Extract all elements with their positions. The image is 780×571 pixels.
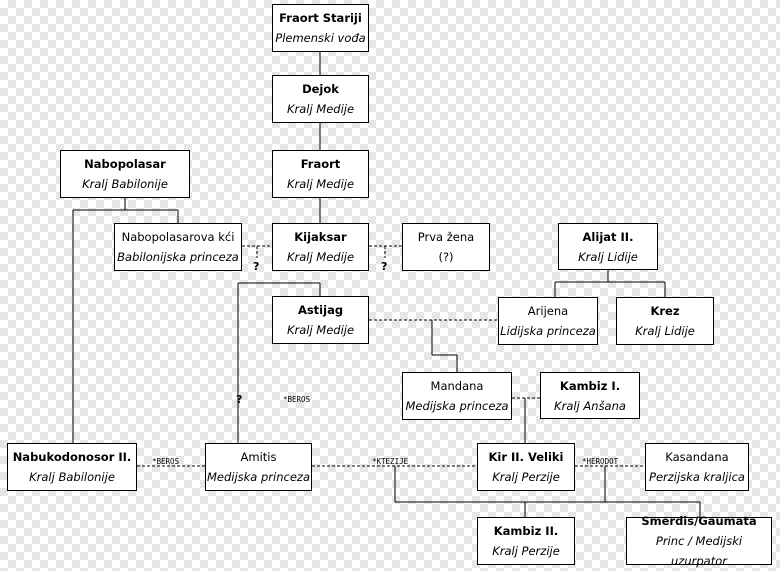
person-title: Kralj Medije [286, 323, 355, 337]
person-prva-zena: Prva žena (?) [402, 223, 490, 271]
person-title: Babilonijska princeza [117, 250, 239, 264]
person-fraort: Fraort Kralj Medije [272, 150, 369, 198]
person-title: Kralj Anšana [554, 398, 626, 413]
uncertain-mark: ? [236, 393, 243, 406]
person-name: Prva žena [417, 230, 475, 244]
person-title: Princ / Medijski uzurpator [655, 534, 743, 568]
person-arijena: Arijena Lidijska princeza [498, 297, 598, 345]
person-nabukodonosor: Nabukodonosor II. Kralj Babilonije [7, 443, 137, 491]
person-title: Perzijska kraljica [649, 470, 745, 484]
person-title: Medijska princeza [206, 470, 311, 484]
person-kijaksar: Kijaksar Kralj Medije [272, 223, 369, 271]
person-title: Kralj Medije [286, 102, 355, 116]
person-name: Nabukodonosor II. [12, 450, 132, 464]
uncertain-mark: ? [253, 260, 260, 273]
person-krez: Krez Kralj Lidije [616, 297, 714, 345]
person-title: Kralj Medije [286, 177, 355, 191]
person-nabopolasarova-kci: Nabopolasarova kći Babilonijska princeza [114, 223, 242, 271]
person-name: Krez [650, 304, 680, 318]
person-name: Nabopolasarova kći [121, 230, 235, 244]
person-title: Medijska princeza [405, 399, 509, 413]
person-name: Kir II. Veliki [488, 450, 564, 464]
person-title: Kralj Babilonije [29, 470, 115, 484]
person-name: Smerdis/Gaumata [641, 514, 757, 528]
person-amitis: Amitis Medijska princeza [205, 443, 312, 491]
person-name: Alijat II. [582, 229, 634, 244]
person-name: Kasandana [665, 450, 729, 464]
person-title: Lidijska princeza [500, 324, 596, 338]
person-name: Mandana [430, 379, 484, 393]
person-title: Kralj Lidije [635, 324, 695, 338]
person-title: Kralj Babilonije [82, 177, 168, 191]
person-name: Fraort Stariji [279, 11, 362, 25]
person-mandana: Mandana Medijska princeza [402, 372, 512, 420]
person-kir: Kir II. Veliki Kralj Perzije [477, 443, 575, 491]
person-name: Kambiz I. [559, 378, 621, 393]
person-title: Kralj Perzije [492, 470, 560, 484]
person-nabopolasar: Nabopolasar Kralj Babilonije [60, 150, 190, 198]
person-title: Kralj Perzije [492, 544, 560, 558]
person-title: (?) [438, 250, 454, 264]
person-kambiz-i: Kambiz I. Kralj Anšana [540, 372, 640, 419]
person-astijag: Astijag Kralj Medije [272, 296, 369, 344]
person-name: Amitis [240, 450, 277, 464]
person-name: Fraort [300, 157, 341, 171]
person-name: Kijaksar [294, 230, 347, 244]
person-kasandana: Kasandana Perzijska kraljica [645, 443, 749, 491]
source-label-ktezije: *KTEZIJE [372, 457, 409, 466]
person-name: Arijena [527, 304, 569, 318]
person-name: Kambiz II. [493, 524, 559, 538]
person-title: Kralj Lidije [578, 249, 638, 264]
person-name: Astijag [297, 303, 344, 317]
uncertain-mark: ? [381, 260, 388, 273]
source-label-beros: *BEROS [283, 395, 311, 404]
person-title: Plemenski vođa [275, 31, 366, 45]
person-alijat: Alijat II. Kralj Lidije [558, 223, 658, 270]
person-kambiz-ii: Kambiz II. Kralj Perzije [477, 517, 575, 565]
person-title: Kralj Medije [286, 250, 355, 264]
source-label-beros: *BEROS [152, 457, 180, 466]
person-name: Nabopolasar [84, 157, 166, 171]
person-smerdis: Smerdis/Gaumata Princ / Medijski uzurpat… [626, 514, 772, 568]
source-label-herodot: *HERODOT [582, 457, 619, 466]
person-dejok: Dejok Kralj Medije [272, 75, 369, 123]
person-name: Dejok [302, 82, 339, 96]
person-fraort-stariji: Fraort Stariji Plemenski vođa [272, 4, 369, 52]
